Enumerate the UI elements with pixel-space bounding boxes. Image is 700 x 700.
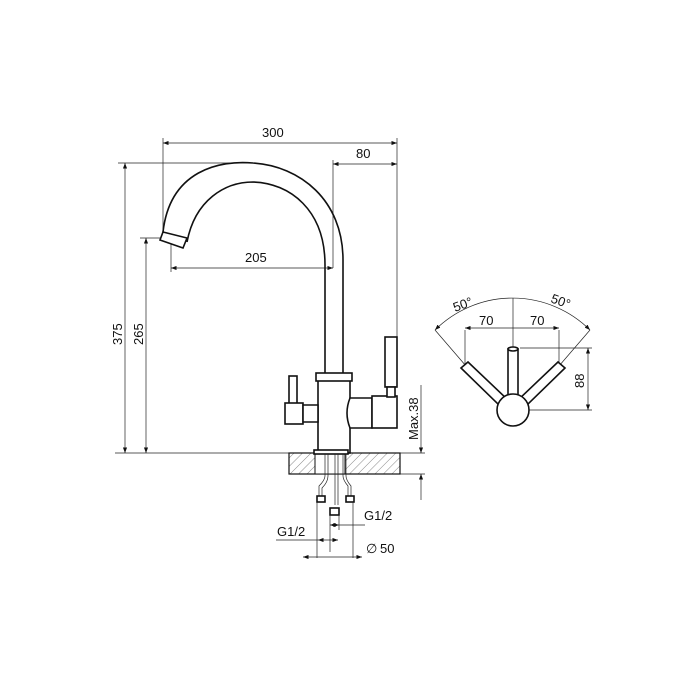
dim-375-label: 375 (110, 323, 125, 345)
diameter-symbol: ∅ (366, 541, 377, 556)
dim-205-label: 205 (245, 250, 267, 265)
left-handle (284, 402, 304, 425)
top-view: 50° 50° 70 70 88 (434, 291, 592, 427)
angle-left-label: 50° (451, 294, 475, 315)
spout-inner (186, 181, 326, 373)
faucet-body (317, 379, 351, 454)
dim-265-label: 265 (131, 323, 146, 345)
dim-right-label: 70 (530, 313, 544, 328)
center-stem (507, 348, 519, 400)
dim-max38-label: Max.38 (406, 397, 421, 440)
dim-80-label: 80 (356, 146, 370, 161)
spout-outer (162, 161, 344, 373)
supply-hoses (318, 454, 352, 505)
dim-thread-right-label: G1/2 (364, 508, 392, 523)
right-lever (384, 336, 398, 388)
base-circle (496, 393, 530, 427)
angle-right-label: 50° (549, 291, 573, 312)
aerator (158, 231, 189, 250)
dim-left-label: 70 (479, 313, 493, 328)
dim-hole-label: 50 (380, 541, 394, 556)
left-lever (288, 375, 298, 405)
dim-thread-left-label: G1/2 (277, 524, 305, 539)
dim-handle-label: 88 (572, 374, 587, 388)
side-view: 300 80 205 375 265 Max.38 G1/2 G1/2 ∅ 50 (110, 125, 425, 560)
right-handle (371, 395, 398, 429)
collar (315, 372, 353, 382)
dim-300-label: 300 (262, 125, 284, 140)
